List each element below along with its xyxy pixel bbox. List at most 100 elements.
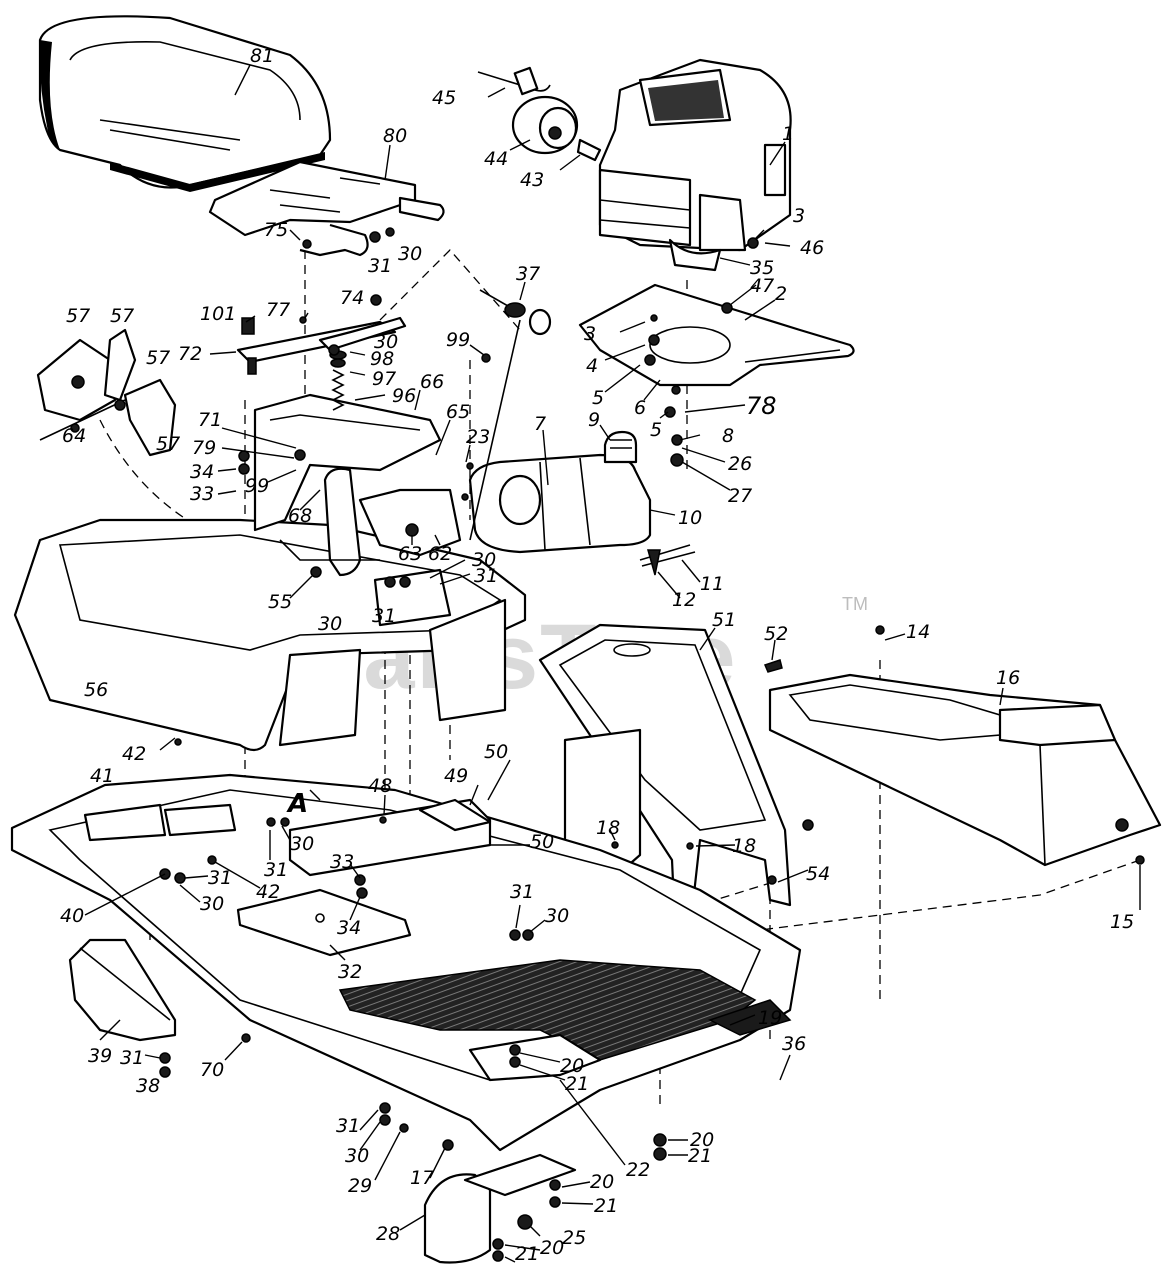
callout-labels: 81 80 1 45 44 43 3 46 35 47 2 37 75 31 3…	[60, 45, 1134, 1265]
callout-62: 62	[428, 543, 452, 565]
callout-5-b: 5	[650, 419, 662, 441]
fuel-line	[639, 544, 696, 576]
callout-79: 79	[192, 437, 216, 459]
callout-57-b: 57	[110, 305, 134, 327]
callout-71: 71	[198, 409, 222, 431]
callout-74: 74	[340, 287, 364, 309]
callout-101: 101	[200, 303, 236, 325]
callout-2: 2	[775, 283, 787, 305]
callout-15: 15	[1110, 911, 1134, 933]
seat-bracket	[208, 160, 445, 257]
callout-39: 39	[88, 1045, 112, 1067]
throttle-control	[469, 289, 552, 541]
callout-34: 34	[190, 461, 214, 483]
callout-30-h: 30	[345, 1145, 369, 1167]
callout-49: 49	[444, 765, 468, 787]
callout-30-b: 30	[374, 331, 398, 353]
callout-51: 51	[712, 609, 736, 631]
callout-3-b: 3	[584, 323, 596, 345]
callout-40: 40	[60, 905, 84, 927]
callout-68: 68	[288, 505, 312, 527]
callout-7: 7	[534, 413, 546, 435]
callout-31-g: 31	[120, 1047, 144, 1069]
callout-38: 38	[136, 1075, 160, 1097]
callout-47: 47	[750, 275, 774, 297]
watermark-trademark: TM	[842, 594, 868, 614]
callout-37: 37	[516, 263, 540, 285]
callout-20-c: 20	[590, 1171, 614, 1193]
callout-26: 26	[728, 453, 752, 475]
callout-30-d: 30	[318, 613, 342, 635]
side-shield	[68, 938, 177, 1042]
callout-80: 80	[383, 125, 407, 147]
callout-25: 25	[562, 1227, 586, 1249]
callout-30: 30	[398, 243, 422, 265]
callout-63: 63	[398, 543, 422, 565]
callout-9: 9	[588, 409, 600, 431]
callout-96: 96	[392, 385, 416, 407]
callout-11: 11	[700, 573, 724, 595]
callout-18-b: 18	[732, 835, 756, 857]
hardware	[70, 227, 1145, 1262]
callout-4: 4	[586, 355, 598, 377]
callout-30-e: 30	[290, 833, 314, 855]
callout-3: 3	[793, 205, 805, 227]
callout-20-d: 20	[540, 1237, 564, 1259]
callout-48: 48	[368, 775, 392, 797]
callout-30-c: 30	[472, 549, 496, 571]
callout-20-b: 20	[690, 1129, 714, 1151]
callout-29: 29	[348, 1175, 372, 1197]
callout-30-f: 30	[200, 893, 224, 915]
callout-98: 98	[370, 348, 394, 370]
callout-16: 16	[996, 667, 1020, 689]
callout-20: 20	[560, 1055, 584, 1077]
seat	[38, 15, 332, 192]
callout-23: 23	[466, 426, 490, 448]
callout-31-b: 31	[474, 565, 498, 587]
callout-78: 78	[746, 392, 777, 420]
callout-42-b: 42	[256, 881, 280, 903]
control-console	[253, 393, 462, 627]
callout-56: 56	[84, 679, 108, 701]
callout-14: 14	[906, 621, 930, 643]
callout-72: 72	[178, 343, 202, 365]
callout-33: 33	[190, 483, 214, 505]
callout-57-a: 57	[66, 305, 90, 327]
section-mark-a: A	[286, 789, 308, 819]
callout-31-h: 31	[336, 1115, 360, 1137]
callout-54: 54	[806, 863, 830, 885]
callout-65: 65	[446, 401, 470, 423]
callout-46: 46	[800, 237, 824, 259]
callout-21-c: 21	[594, 1195, 618, 1217]
pivot-arm	[236, 316, 407, 364]
engine-mounting-plate	[578, 283, 855, 387]
callout-1: 1	[782, 123, 794, 145]
leader-lines	[84, 64, 1141, 1263]
callout-31-f: 31	[510, 881, 534, 903]
callout-99: 99	[446, 329, 470, 351]
callout-12: 12	[672, 589, 696, 611]
callout-36: 36	[782, 1033, 806, 1055]
callout-31-e: 31	[208, 867, 232, 889]
floor-plate	[236, 888, 412, 957]
callout-19: 19	[758, 1007, 782, 1029]
callout-70: 70	[200, 1059, 224, 1081]
callout-44: 44	[484, 148, 508, 170]
callout-33-b: 33	[330, 851, 354, 873]
callout-52: 52	[764, 623, 788, 645]
callout-97: 97	[372, 368, 396, 390]
callout-41: 41	[90, 765, 114, 787]
callout-6: 6	[634, 397, 646, 419]
callout-31: 31	[368, 255, 392, 277]
callout-43: 43	[520, 169, 544, 191]
callout-64: 64	[62, 425, 86, 447]
callout-57-d: 57	[156, 433, 180, 455]
callout-27: 27	[728, 485, 752, 507]
callout-50-b: 50	[530, 831, 554, 853]
callout-81: 81	[250, 45, 274, 67]
callout-35: 35	[750, 257, 774, 279]
callout-75: 75	[264, 219, 288, 241]
callout-21: 21	[565, 1073, 589, 1095]
